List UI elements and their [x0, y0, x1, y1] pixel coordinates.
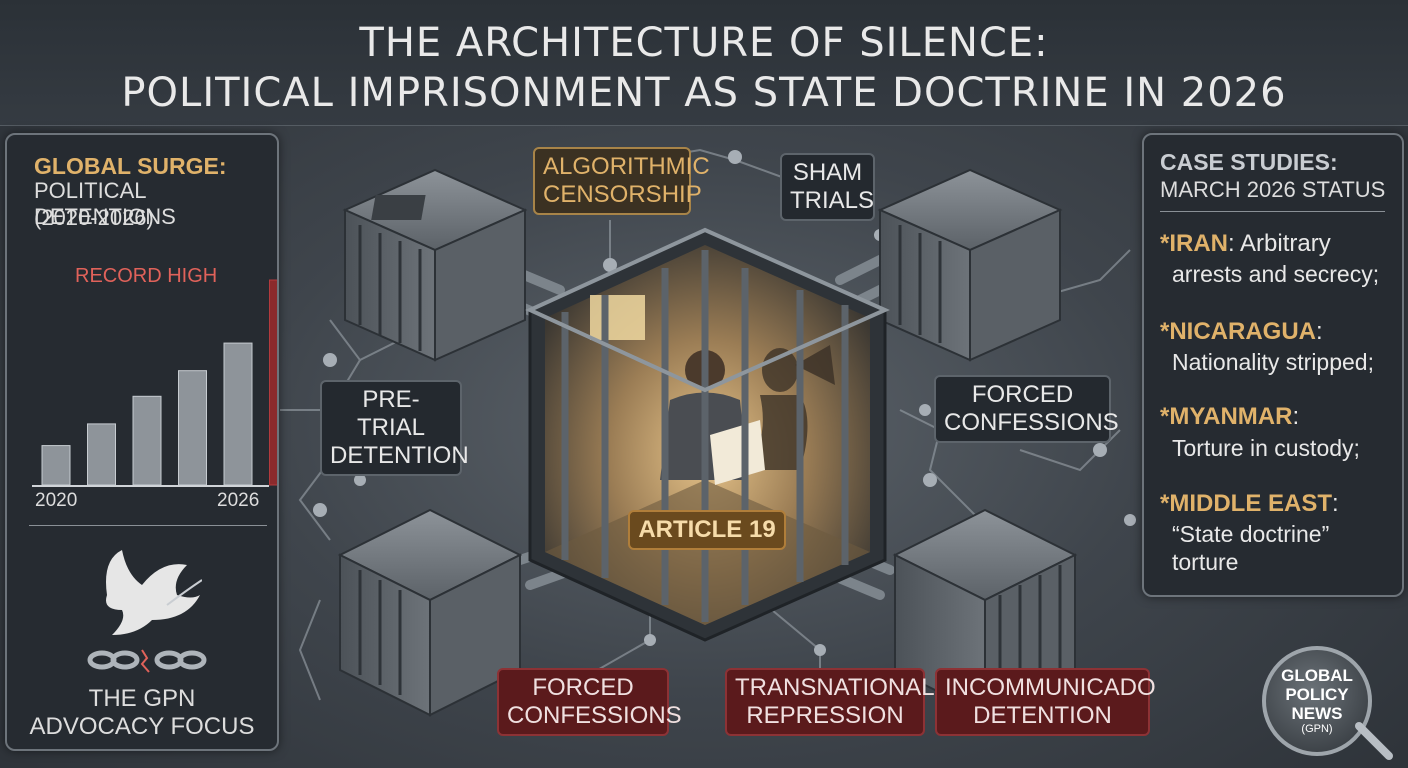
case-myanmar-note: Torture in custody;: [1172, 435, 1360, 461]
tag-sham-trials: SHAM TRIALS: [780, 153, 875, 221]
case-iran-note: arrests and secrecy;: [1172, 261, 1380, 287]
cage-bottom-left: [337, 508, 523, 717]
tag-forced-confessions-bottom: FORCED CONFESSIONS: [497, 668, 682, 736]
detentions-bar-chart: !!: [32, 279, 277, 487]
chart-heading-line2: POLITICAL DETENTIONS: [34, 178, 176, 229]
tag-pre-trial-detention: PRE-TRIAL DETENTION: [320, 380, 469, 476]
title-bar: THE ARCHITECTURE OF SILENCE: POLITICAL I…: [0, 0, 1408, 126]
dove-icon: [106, 550, 202, 635]
bar-3: [178, 370, 207, 486]
page-title-line-1: THE ARCHITECTURE OF SILENCE:: [359, 20, 1049, 66]
cage-top-right: [877, 168, 1063, 362]
tick-label-last: 2026: [217, 490, 260, 511]
gpn-logo: GLOBAL POLICY NEWS (GPN): [1262, 646, 1372, 756]
case-nicaragua-note: Nationality stripped;: [1172, 349, 1374, 375]
case-middle-east-note-2: torture: [1172, 549, 1239, 575]
case-middle-east: *MIDDLE EAST:: [1160, 490, 1339, 517]
broken-chain-icon: [87, 649, 207, 673]
case-nicaragua: *NICARAGUA:: [1160, 318, 1323, 345]
bar-0: [41, 445, 71, 486]
case-divider: [1160, 211, 1385, 212]
tag-forced-confessions-right: FORCED CONFESSIONS: [934, 375, 1119, 443]
bar-5: [269, 279, 277, 486]
tag-transnational-repression: TRANSNATIONAL REPRESSION: [725, 668, 935, 736]
panel-divider: [29, 525, 267, 526]
bar-4: [223, 342, 253, 486]
central-cell: [525, 227, 890, 642]
case-studies-subheading: MARCH 2026 STATUS: [1160, 177, 1386, 202]
advocacy-line-2: ADVOCACY FOCUS: [29, 713, 255, 740]
bar-1: [87, 423, 116, 486]
case-studies-panel: CASE STUDIES: MARCH 2026 STATUS *IRAN: A…: [1142, 133, 1404, 597]
cage-top-left: [342, 168, 528, 362]
advocacy-line-1: THE GPN: [88, 685, 196, 712]
bar-2: [132, 395, 162, 486]
tag-article-19: ARTICLE 19: [628, 510, 786, 550]
tick-label-first: 2020: [35, 490, 78, 511]
chart-heading-accent: GLOBAL SURGE:: [34, 153, 227, 179]
tag-algorithmic-censorship: ALGORITHMIC CENSORSHIP: [533, 147, 710, 215]
tag-incommunicado-detention: INCOMMUNICADO DETENTION: [935, 668, 1156, 736]
case-myanmar: *MYANMAR:: [1160, 403, 1300, 430]
record-high-label: RECORD HIGH: [75, 265, 218, 287]
case-iran: *IRAN: Arbitrary: [1160, 230, 1331, 257]
case-middle-east-note: “State doctrine”: [1172, 521, 1330, 547]
magnifier-handle-icon: [1355, 722, 1393, 760]
case-studies-heading: CASE STUDIES:: [1160, 149, 1338, 175]
page-title-line-2: POLITICAL IMPRISONMENT AS STATE DOCTRINE…: [121, 70, 1287, 116]
global-surge-panel: GLOBAL SURGE: POLITICAL DETENTIONS (2020…: [5, 133, 279, 751]
chart-heading-line3: (2020-2026): [34, 205, 154, 230]
